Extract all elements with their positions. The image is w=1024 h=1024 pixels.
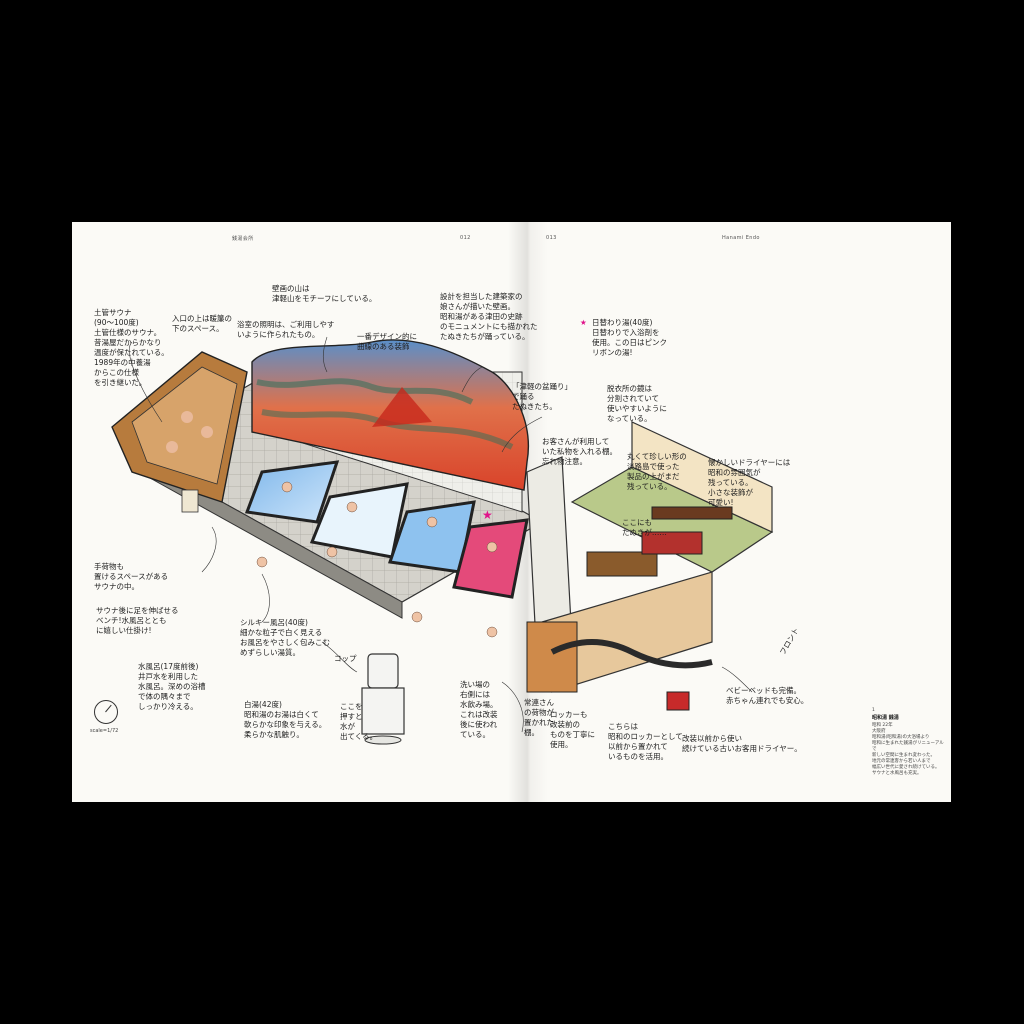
note-baggage: 手荷物も 置けるスペースがある サウナの中。 [94, 562, 169, 591]
locker-shelf [526, 621, 578, 693]
caption-line: サウナと水風呂も充実。 [872, 771, 922, 776]
header-right: Hanami Endo [722, 235, 760, 241]
note-bench: サウナ後に足を伸ばせる ベンチ!水風呂ととも に嬉しい仕掛け! [96, 606, 179, 635]
note-designer: 設計を担当した建築家の 娘さんが描いた壁画。 昭和湯がある津田の史跡 のモニュメ… [440, 292, 538, 341]
note-ceiling: ここにも たぬきが…… [622, 518, 667, 537]
note-star-bath: 日替わり湯(40度) 日替わりで入浴剤を 使用。この日はピンク リボンの湯! [592, 318, 667, 357]
note-shelf: お客さんが利用して いた私物を入れる棚。 忘れ物注意。 [542, 437, 617, 466]
caption-line: 昭和 22年 [872, 723, 893, 728]
note-locker: ロッカーも 改装前の ものを丁寧に 使用。 [550, 710, 595, 749]
caption-block: 1 昭和湯 銭湯 昭和 22年 大阪府 昭和湯(昭和湯)の大浴場より 昭和に生ま… [872, 708, 944, 777]
caption-title: 昭和湯 銭湯 [872, 715, 899, 721]
caption-line: 新しい空間に生まれ変わった。 [872, 753, 935, 758]
note-cup: コップ [334, 654, 357, 663]
note-silk: シルキー風呂(40度) 細かな粒子で白く見える お風呂をやさしく包みこむ めずら… [240, 618, 330, 657]
page-number-left: 012 [460, 235, 471, 241]
note-bench-top: 入口の上は暖簾の 下のスペース。 [172, 314, 232, 333]
caption-line: 大阪府 [872, 729, 886, 734]
book-spread: 銭湯会所 012 013 Hanami Endo [72, 222, 951, 802]
note-facility: 浴室の照明は、ご利用しやす いように作られたもの。 [237, 320, 335, 339]
page-number-right: 013 [546, 235, 557, 241]
scale-label: scale=1/72 [90, 728, 119, 734]
note-tub: 常連さん の荷物が 置かれた 棚。 [524, 698, 554, 737]
bath-silky [244, 460, 340, 524]
note-water: 洗い場の 右側には 水飲み場。 これは改装 後に使われ ている。 [460, 680, 498, 739]
note-curve: 一番デザイン的に 曲線のある装飾 [357, 332, 417, 351]
note-mizuburo: 水風呂(17度前後) 井戸水を利用した 水風呂。深めの浴槽 で体の隅々まで しっ… [138, 662, 206, 711]
note-hot: 白湯(42度) 昭和湯のお湯は白くて 軟らかな印象を与える。 柔らかな肌触り。 [244, 700, 327, 739]
note-bed: ベビーベッドも完備。 赤ちゃん連れでも安心。 [726, 686, 809, 705]
note-locker2: こちらは 昭和のロッカーとして 以前から置かれて いるものを活用。 [608, 722, 683, 761]
note-old-dryer: 改装以前から使い 続けている古いお客用ドライヤー。 [682, 734, 802, 753]
note-faucet: ここを 押すと 水が 出てくる。 [340, 702, 378, 741]
note-sauna: 土管サウナ (90〜100度) 土管仕様のサウナ。 昔湯屋だからかなり 温度が保… [94, 308, 169, 387]
note-changing: 脱衣所の鏡は 分割されていて 使いやすいように なっている。 [607, 384, 667, 423]
star-marker: ★ [482, 508, 493, 522]
caption-line: 幅広い世代に愛され続けている。 [872, 765, 940, 770]
caption-number: 1 [872, 708, 875, 713]
star-icon: ★ [580, 318, 587, 327]
note-wall-top: 壁画の山は 津軽山をモチーフにしている。 [272, 284, 377, 303]
note-vending: 丸くて珍しい形の 淡路島で使った 製品の上がまだ 残っている。 [627, 452, 687, 491]
note-dryer: 懐かしいドライヤーには 昭和の雰囲気が 残っている。 小さな装飾が 可愛い! [708, 458, 791, 507]
header-left: 銭湯会所 [232, 236, 254, 242]
bathhouse-illustration: ★ [111, 336, 774, 745]
caption-line: 昭和湯(昭和湯)の大浴場より [872, 735, 930, 740]
bath-daily [452, 518, 529, 599]
caption-line: 昭和に生まれた銭湯がリニューアルで [872, 741, 944, 752]
water-dispenser [367, 653, 399, 689]
clock-icon [94, 700, 118, 724]
caption-line: 地元の常連客から若い人まで [872, 759, 931, 764]
note-tanuki: 「津軽の盆踊り」 で踊る たぬきたち。 [512, 382, 572, 411]
